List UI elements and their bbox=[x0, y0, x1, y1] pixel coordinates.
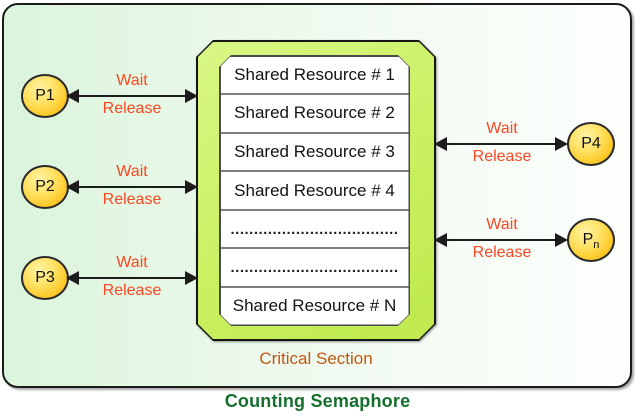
shared-resource-row-n: Shared Resource # N bbox=[221, 286, 409, 325]
arrow-p1-critical-section bbox=[66, 89, 198, 103]
wait-label-p2: Wait bbox=[116, 163, 148, 180]
process-p2: P2 bbox=[21, 165, 69, 209]
critical-section-fill: Shared Resource # 1 Shared Resource # 2 … bbox=[198, 42, 434, 339]
arrow-pn-critical-section bbox=[434, 233, 568, 247]
arrow-shaft bbox=[69, 95, 195, 97]
shared-resources-list: Shared Resource # 1 Shared Resource # 2 … bbox=[221, 57, 409, 325]
arrowhead-right-icon bbox=[185, 271, 198, 285]
shared-resource-row-1: Shared Resource # 1 bbox=[234, 64, 395, 84]
arrow-p3-critical-section bbox=[66, 271, 198, 285]
wait-label-p1: Wait bbox=[116, 72, 148, 89]
arrowhead-right-icon bbox=[185, 89, 198, 103]
shared-resource-row-2: Shared Resource # 2 bbox=[221, 93, 409, 132]
release-label-p2: Release bbox=[102, 191, 162, 208]
process-pn-label: Pn bbox=[582, 231, 600, 252]
process-p1-label: P1 bbox=[35, 87, 55, 104]
process-p2-label: P2 bbox=[35, 178, 55, 195]
process-pn: Pn bbox=[567, 218, 615, 262]
shared-resource-row-4: Shared Resource # 4 bbox=[221, 170, 409, 209]
ellipsis-row-1: .................................... bbox=[221, 209, 409, 248]
release-label-pn: Release bbox=[472, 244, 532, 261]
arrow-shaft bbox=[437, 143, 565, 145]
wait-label-p4: Wait bbox=[486, 120, 518, 137]
release-label-p3: Release bbox=[102, 282, 162, 299]
arrow-shaft bbox=[437, 239, 565, 241]
release-label-p1: Release bbox=[102, 100, 162, 117]
process-pn-subscript: n bbox=[593, 239, 600, 252]
arrow-p4-critical-section bbox=[434, 137, 568, 151]
arrow-shaft bbox=[69, 186, 195, 188]
arrowhead-right-icon bbox=[185, 180, 198, 194]
process-p1: P1 bbox=[21, 74, 69, 118]
critical-section-box: Shared Resource # 1 Shared Resource # 2 … bbox=[196, 40, 436, 341]
critical-section-border: Shared Resource # 1 Shared Resource # 2 … bbox=[196, 40, 436, 341]
arrowhead-right-icon bbox=[555, 233, 568, 247]
wait-label-pn: Wait bbox=[486, 216, 518, 233]
process-p3-label: P3 bbox=[35, 269, 55, 286]
diagram-title: Counting Semaphore bbox=[224, 391, 411, 411]
process-p3: P3 bbox=[21, 256, 69, 300]
critical-section-label: Critical Section bbox=[259, 349, 373, 368]
wait-label-p3: Wait bbox=[116, 254, 148, 271]
shared-resource-row-3: Shared Resource # 3 bbox=[221, 132, 409, 171]
ellipsis-row-2: .................................... bbox=[221, 247, 409, 286]
process-p4: P4 bbox=[567, 122, 615, 166]
arrowhead-right-icon bbox=[555, 137, 568, 151]
process-p4-label: P4 bbox=[581, 135, 601, 152]
arrow-shaft bbox=[69, 277, 195, 279]
shared-resources-box: Shared Resource # 1 Shared Resource # 2 … bbox=[219, 55, 410, 326]
release-label-p4: Release bbox=[472, 148, 532, 165]
arrow-p2-critical-section bbox=[66, 180, 198, 194]
